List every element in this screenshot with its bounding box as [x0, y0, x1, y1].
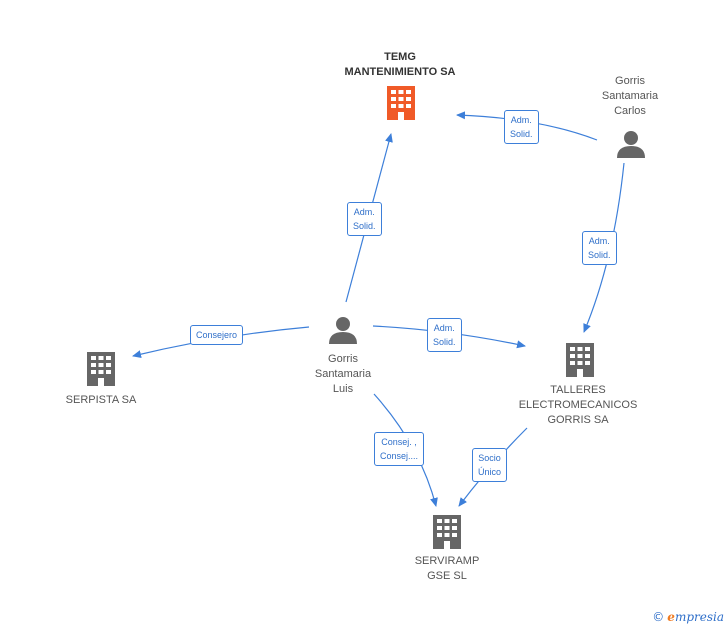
building-icon[interactable] — [566, 343, 594, 377]
node-label-luis[interactable]: Gorris Santamaria Luis — [314, 353, 372, 395]
person-icon[interactable] — [617, 131, 645, 158]
copyright-icon: © — [652, 610, 665, 624]
node-label-temg[interactable]: TEMG MANTENIMIENTO SA — [344, 51, 456, 78]
building-icon[interactable] — [387, 86, 415, 120]
brand-name: mpresia — [674, 610, 724, 624]
brand-logo-initial: e — [667, 610, 675, 624]
edge-label-luis-serpista[interactable]: Consejero — [190, 325, 244, 345]
edge-label-luis-temg[interactable]: Adm. Solid. — [347, 202, 382, 236]
building-icon[interactable] — [87, 352, 115, 386]
node-label-serpista[interactable]: SERPISTA SA — [65, 394, 137, 406]
node-label-talleres[interactable]: TALLERES ELECTROMECANICOS GORRIS SA — [518, 384, 638, 426]
edge-label-talleres-serviramp[interactable]: Socio Único — [472, 448, 508, 482]
person-icon[interactable] — [329, 317, 357, 344]
brand-footer: ©empresia — [652, 610, 724, 624]
edge-label-carlos-temg[interactable]: Adm. Solid. — [504, 110, 539, 144]
edge-label-carlos-talleres[interactable]: Adm. Solid. — [582, 231, 617, 265]
building-icon[interactable] — [433, 515, 461, 549]
edge-label-luis-serviramp[interactable]: Consej. , Consej.... — [374, 432, 425, 466]
node-label-carlos[interactable]: Gorris Santamaria Carlos — [601, 75, 659, 117]
edge-label-luis-talleres[interactable]: Adm. Solid. — [427, 318, 462, 352]
node-label-serviramp[interactable]: SERVIRAMP GSE SL — [414, 555, 480, 582]
